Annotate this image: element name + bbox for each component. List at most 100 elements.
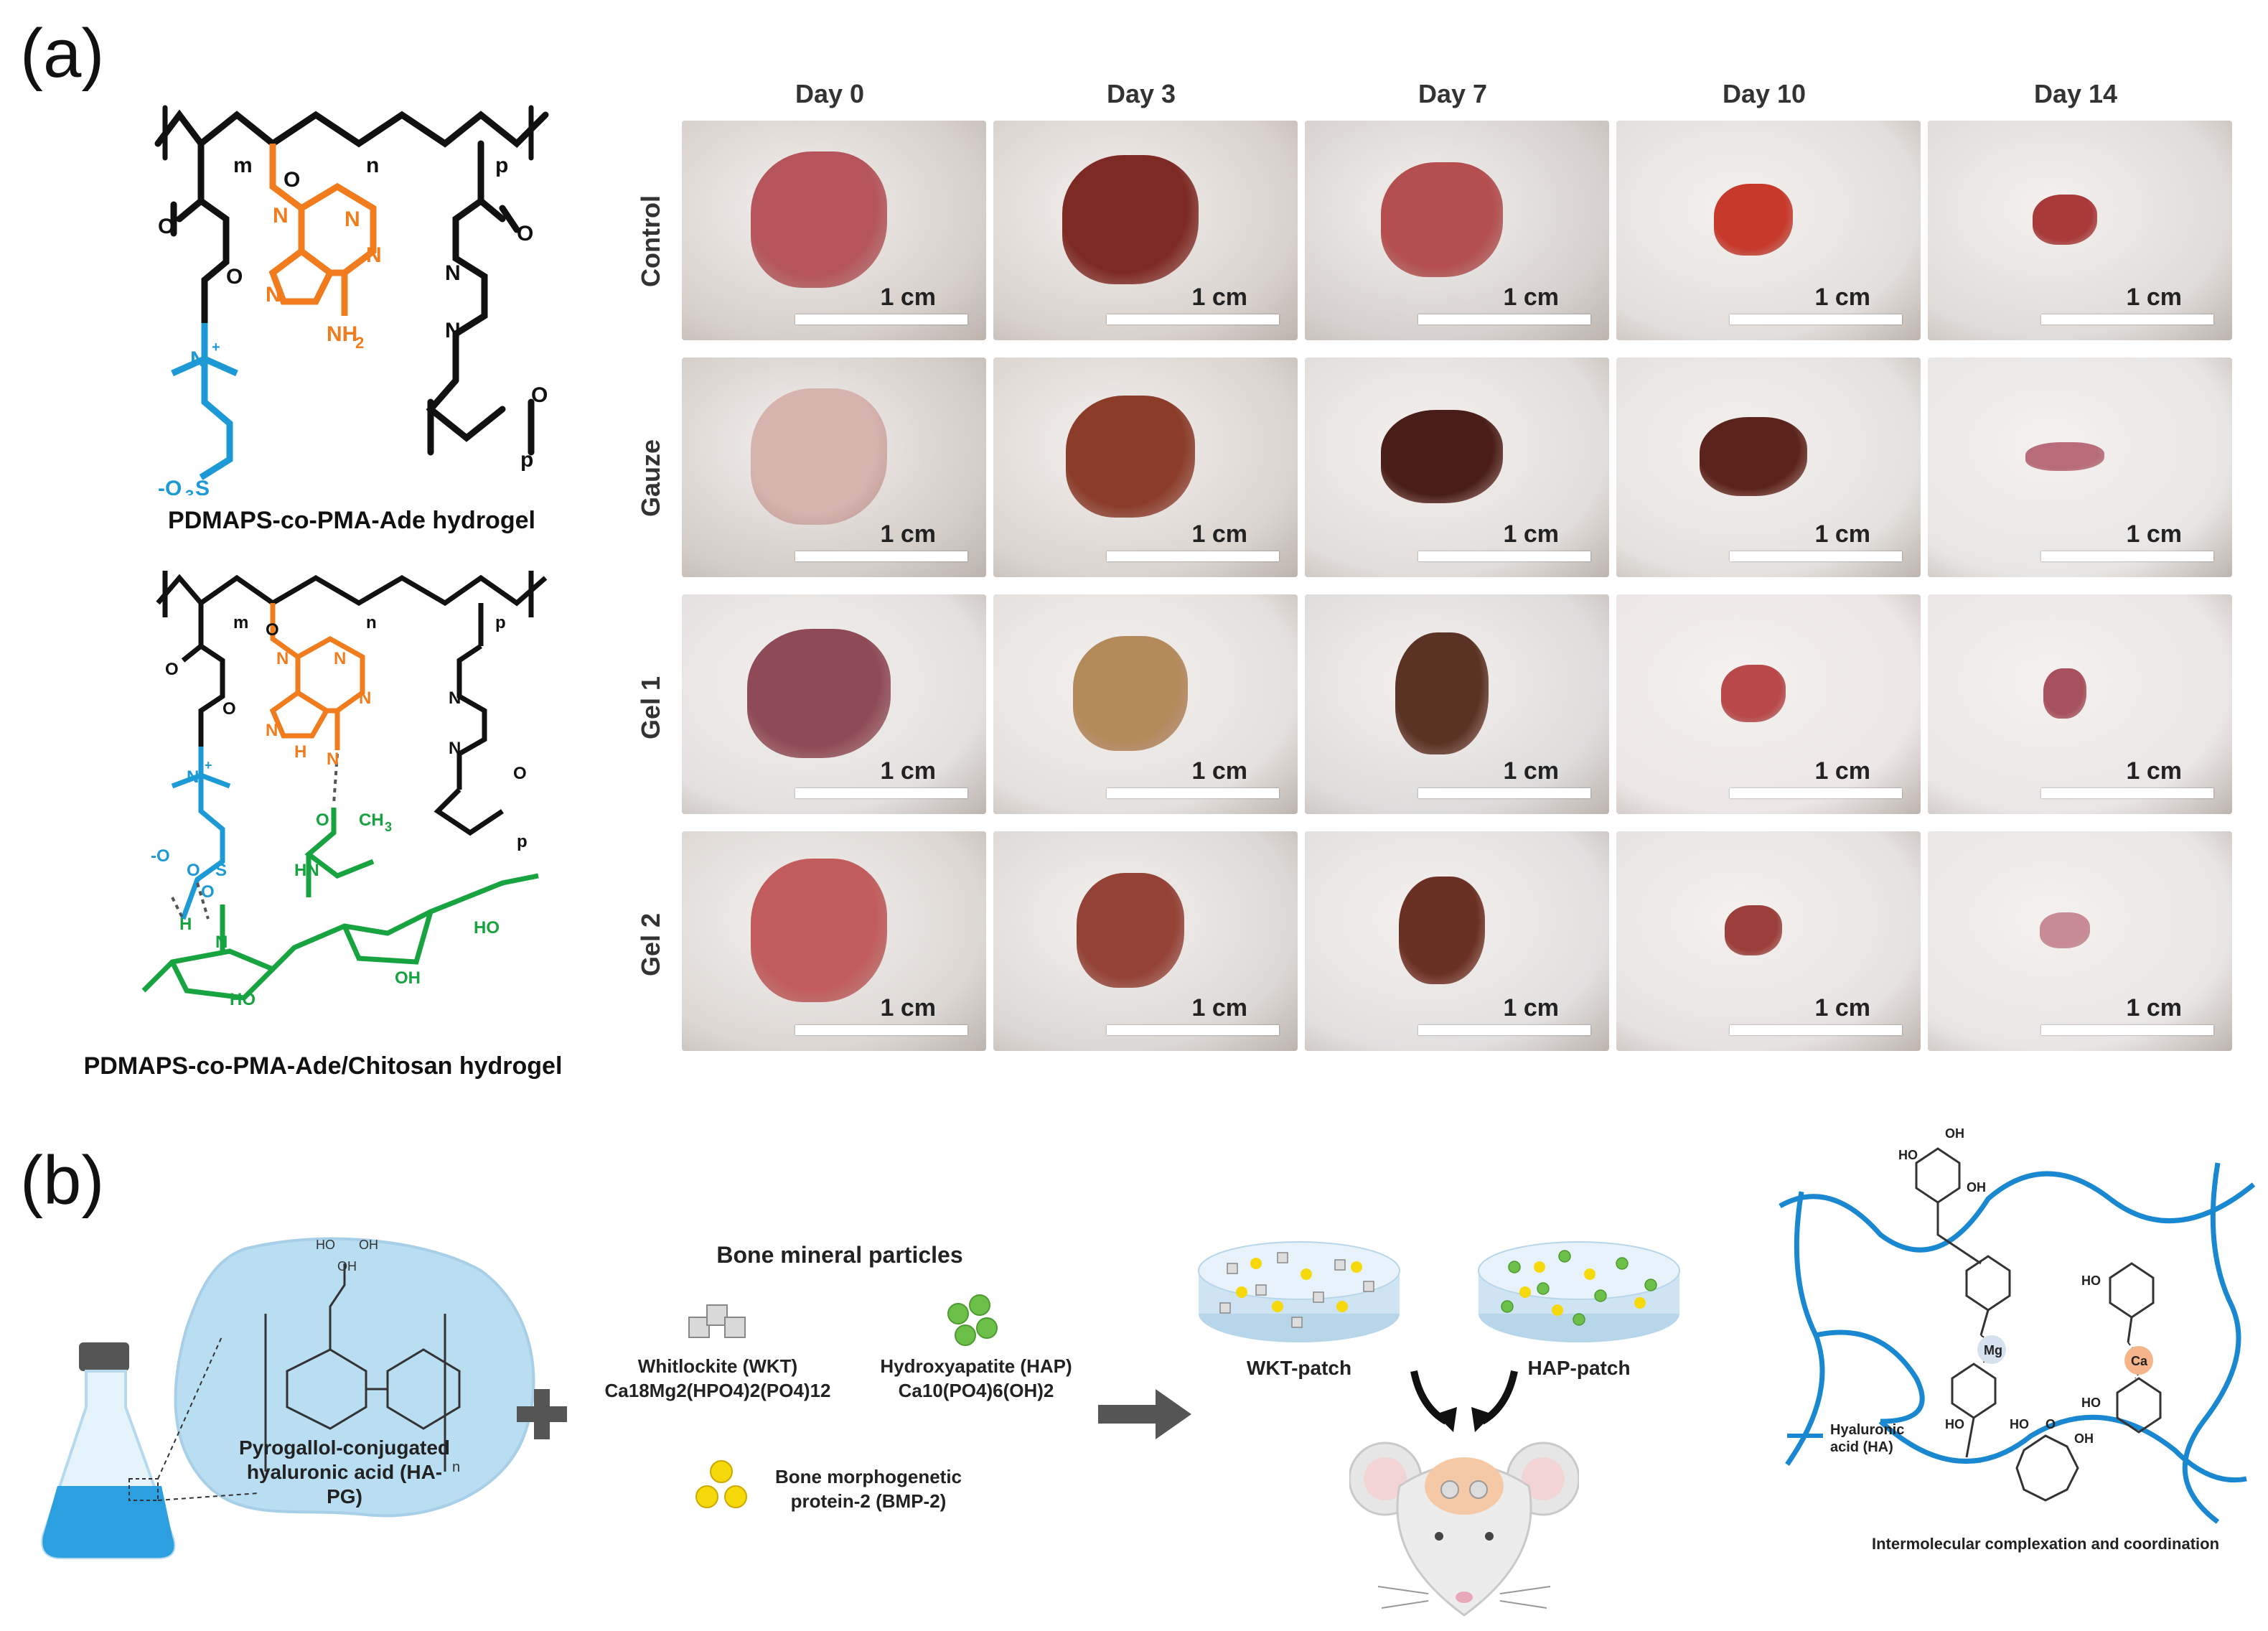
svg-text:OH: OH [1945,1126,1964,1141]
wound-area [1077,873,1184,988]
svg-text:OH: OH [1967,1180,1986,1195]
svg-text:CH: CH [359,810,384,830]
svg-text:HO: HO [474,918,500,938]
hap-formula: Ca10(PO4)6(OH)2 [898,1380,1054,1401]
ha-pg-label: Pyrogallol-conjugated hyaluronic acid (H… [238,1436,451,1508]
wound-photo-gel1-day0: 1 cm [682,594,986,814]
svg-text:S: S [215,861,227,880]
wound-area [1381,410,1503,503]
group-label-gel2: Gel 2 [636,912,665,976]
wound-area [2025,442,2104,471]
scale-bar [1107,314,1279,324]
wound-photo-control-day3: 1 cm [993,121,1298,340]
scale-bar-label: 1 cm [1191,284,1248,311]
svg-text:HN: HN [294,861,319,880]
scale-bar-label: 1 cm [1503,757,1560,785]
wound-photo-gel1-day10: 1 cm [1616,594,1921,814]
svg-text:H: H [294,742,306,762]
structure-2-caption: PDMAPS-co-PMA-Ade/Chitosan hydrogel [83,1052,563,1080]
svg-text:HO: HO [316,1238,335,1252]
svg-text:OH: OH [359,1238,378,1252]
scale-bar-label: 1 cm [1503,994,1560,1022]
wound-area [2043,668,2086,719]
bmp2-label: Bone morphogenetic protein-2 (BMP-2) [774,1466,962,1512]
svg-text:N: N [366,243,382,267]
svg-text:n: n [366,613,377,632]
scale-bar [1418,551,1590,561]
svg-text:2: 2 [355,334,364,352]
scale-bar-label: 1 cm [1191,994,1248,1022]
wound-photo-gel2-day7: 1 cm [1305,831,1609,1051]
scale-bar [795,1025,967,1035]
scale-bar-label: 1 cm [880,284,937,311]
svg-text:N: N [266,283,281,307]
wound-photo-gauze-day0: 1 cm [682,357,986,577]
wound-photo-gel2-day14: 1 cm [1928,831,2232,1051]
svg-text:O: O [201,882,215,902]
svg-text:O: O [165,660,179,679]
label-p-top: p [495,154,508,177]
bmp2-spheres-icon [695,1460,747,1508]
wound-area [747,629,891,758]
label-m: m [233,154,253,177]
wound-photo-gel2-day10: 1 cm [1616,831,1921,1051]
scale-bar-label: 1 cm [880,994,937,1022]
scale-bar [1730,551,1902,561]
scale-bar [1730,788,1902,798]
svg-text:O: O [158,215,174,238]
wound-photo-control-day14: 1 cm [1928,121,2232,340]
wkt-patch-label: WKT-patch [1246,1357,1352,1379]
wound-photo-gauze-day7: 1 cm [1305,357,1609,577]
scale-bar [1107,1025,1279,1035]
svg-text:O: O [222,699,236,719]
svg-text:HO: HO [2010,1417,2029,1431]
scale-bar [2041,314,2213,324]
wound-area [1073,636,1188,751]
wound-area [1714,184,1793,256]
svg-text:m: m [233,613,248,632]
svg-text:O: O [266,620,279,640]
panel-a-label: (a) [20,15,105,92]
scale-bar-label: 1 cm [1814,994,1871,1022]
svg-text:N: N [266,721,278,740]
svg-text:N: N [345,207,360,231]
svg-text:HO: HO [2081,1274,2101,1288]
ca-label: Ca [2131,1354,2148,1368]
wound-photo-gel2-day3: 1 cm [993,831,1298,1051]
scale-bar-label: 1 cm [1814,284,1871,311]
wound-photo-gel2-day0: 1 cm [682,831,986,1051]
group-label-gauze: Gauze [636,439,665,517]
label-n: n [366,154,379,177]
scale-bar [795,551,967,561]
wound-area [1700,417,1807,496]
hap-spheres-icon [947,1294,998,1346]
network-caption: Intermolecular complexation and coordina… [1871,1535,2220,1553]
scale-bar [1418,1025,1590,1035]
hap-name: Hydroxyapatite (HAP) [880,1355,1072,1377]
rat-head-icon [1349,1441,1579,1617]
svg-text:N: N [187,767,199,787]
scale-bar-label: 1 cm [2126,520,2183,548]
svg-text:N: N [449,739,461,758]
svg-text:3: 3 [385,820,392,834]
wound-photo-gauze-day3: 1 cm [993,357,1298,577]
wound-area [1395,632,1489,754]
wound-photo-gel1-day3: 1 cm [993,594,1298,814]
scale-bar-label: 1 cm [880,520,937,548]
scale-bar-label: 1 cm [1503,520,1560,548]
scale-bar [2041,1025,2213,1035]
svg-text:-O: -O [158,477,182,495]
plus-icon [517,1389,567,1439]
svg-text:O: O [517,222,533,246]
svg-text:-O: -O [151,846,170,866]
svg-text:N: N [327,749,339,769]
svg-text:O: O [226,265,243,289]
wound-photo-gel1-day7: 1 cm [1305,594,1609,814]
wound-area [1721,665,1786,722]
svg-text:N: N [215,933,228,952]
wkt-formula: Ca18Mg2(HPO4)2(PO4)12 [604,1380,831,1401]
svg-text:O: O [284,168,300,192]
svg-text:N: N [190,347,206,371]
scale-bar-label: 1 cm [1814,520,1871,548]
